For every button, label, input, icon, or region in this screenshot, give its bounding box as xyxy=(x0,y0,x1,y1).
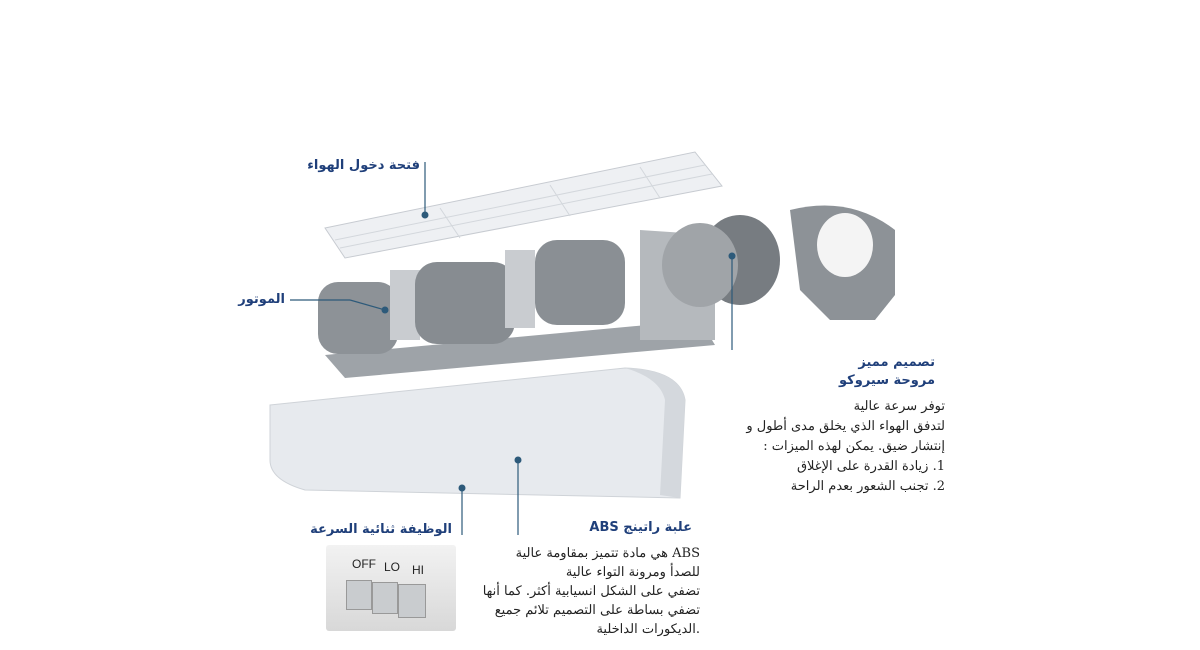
text-line: 1. زيادة القدرة على الإغلاق xyxy=(796,459,945,474)
sirocco-title-1: تصميم مميز xyxy=(858,355,935,370)
air-inlet-grille xyxy=(324,151,723,259)
dual-speed-label: الوظيفة ثنائية السرعة xyxy=(310,522,452,537)
abs-title: علبة راتينج ABS xyxy=(589,520,692,535)
motor-label: الموتور xyxy=(238,292,285,307)
abs-description: ABS هي مادة تتميز بمقاومة عالية للصدأ وم… xyxy=(470,544,700,639)
off-label: OFF xyxy=(352,557,376,571)
lo-label: LO xyxy=(384,560,401,574)
fan-housing xyxy=(790,205,895,320)
text-line: تضفي على الشكل انسيابية أكثر. كما أنها xyxy=(482,584,700,599)
leader-dots xyxy=(381,211,736,492)
text-line: للصدأ ومرونة التواء عالية xyxy=(565,565,700,580)
sirocco-title-2: مروحة سيروكو xyxy=(839,373,935,388)
text-line: .الديكورات الداخلية xyxy=(596,622,700,637)
speed-switch-panel: OFF LO HI xyxy=(326,545,456,631)
lo-button[interactable] xyxy=(372,582,398,614)
text-line: ABS هي مادة تتميز بمقاومة عالية xyxy=(515,546,700,561)
air-inlet-label: فتحة دخول الهواء xyxy=(307,158,420,173)
text-line: 2. تجنب الشعور بعدم الراحة xyxy=(790,479,945,494)
text-line: توفر سرعة عالية xyxy=(853,399,945,414)
abs-resin-case xyxy=(269,367,686,499)
text-line: لتدفق الهواء الذي يخلق مدى أطول و xyxy=(746,419,945,434)
leader-lines xyxy=(290,162,733,535)
off-button[interactable] xyxy=(346,580,372,610)
sirocco-description: توفر سرعة عالية لتدفق الهواء الذي يخلق م… xyxy=(730,397,945,497)
sirocco-fan-wheel xyxy=(662,215,780,307)
text-line: إنتشار ضيق. يمكن لهذه الميزات : xyxy=(763,439,945,454)
text-line: تضفي بساطة على التصميم تلائم جميع xyxy=(494,603,700,618)
hi-button[interactable] xyxy=(398,584,426,618)
hi-label: HI xyxy=(412,563,424,577)
